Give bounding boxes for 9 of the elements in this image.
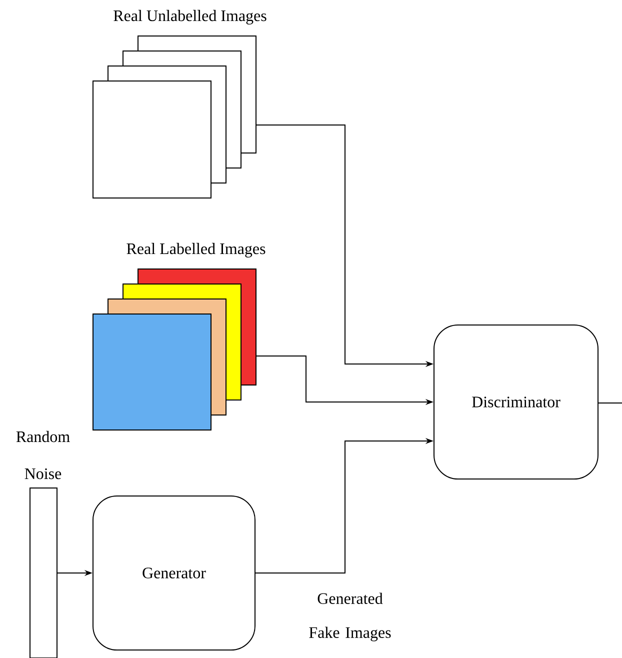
node-label: Real Labelled Images [126,242,266,258]
process-box: Discriminator [434,324,598,480]
image-stack: Real Labelled Images [92,242,266,430]
noise-vector: Random Noise [16,430,70,658]
edge-label: Generated Fake Images [299,592,401,642]
node-label: Random Noise [16,430,70,480]
image-stack: Real Unlabelled Images [92,10,266,198]
node-label: Real Unlabelled Images [114,10,266,24]
process-box: Generator [92,496,256,650]
